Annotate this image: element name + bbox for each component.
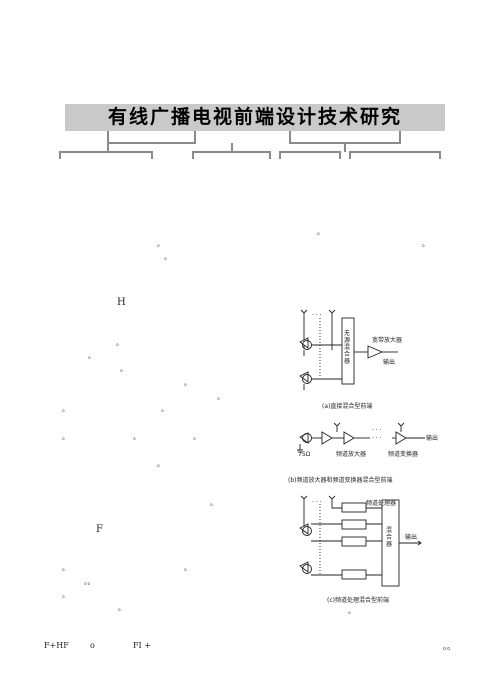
text-mark: 。 — [133, 433, 140, 441]
text-mark: 。 — [184, 564, 191, 572]
text-mark: 。 — [120, 365, 127, 373]
label-b-ohm: 75Ω — [298, 451, 311, 458]
caption-a: (a)直接混合型前端 — [322, 403, 373, 410]
text-mark: 。 — [157, 240, 164, 248]
svg-text:· · ·: · · · — [312, 312, 322, 319]
text-mark: 。 — [217, 393, 224, 401]
letter-mark-f: F — [96, 524, 103, 535]
label-c-mixer: 混合器 — [386, 527, 393, 548]
text-mark: 。 — [88, 352, 95, 360]
text-mark: 。 — [62, 405, 69, 413]
letter-mark-h: H — [117, 297, 126, 308]
label-b-conv: 频道变换器 — [388, 451, 419, 458]
footer-mid-1: o — [90, 641, 95, 650]
svg-text:· · ·: · · · — [372, 435, 382, 442]
text-mark: 。 — [157, 460, 164, 468]
caption-c: (c)频道处理混合型前端 — [327, 597, 389, 604]
text-mark: 。 — [184, 379, 191, 387]
diagram-a: · · · — [299, 309, 398, 390]
footer-mid-2: FI + — [133, 641, 151, 650]
page-title: 有线广播电视前端设计技术研究 — [107, 106, 402, 128]
text-mark: 。 — [164, 253, 171, 261]
text-mark: 。 — [62, 433, 69, 441]
diagram-c: · · · — [299, 495, 422, 587]
label-c-proc: 频道处理器 — [366, 500, 397, 507]
text-mark: 。 — [161, 405, 168, 413]
text-mark: 。 — [116, 339, 123, 347]
text-mark: 。 — [62, 564, 69, 572]
text-mark: 。 — [118, 604, 125, 612]
label-a-mixer: 无源混合器 — [344, 330, 351, 365]
caption-b: (b)频道放大器和频道变换器混合型前端 — [288, 477, 393, 484]
text-mark: 。 — [317, 228, 324, 236]
text-mark: 。 — [62, 591, 69, 599]
title-banner — [65, 104, 445, 131]
label-c-out: 输出 — [405, 534, 418, 541]
footer-left: F+HF — [44, 641, 69, 650]
label-a-amp: 宽带放大器 — [372, 337, 403, 344]
text-mark: 。 — [193, 433, 200, 441]
label-b-amp: 频道放大器 — [336, 451, 367, 458]
text-mark: 。 — [210, 499, 217, 507]
label-a-out: 输出 — [383, 359, 396, 366]
text-mark-pair: 。。 — [84, 578, 95, 586]
text-mark: 。 — [348, 607, 355, 615]
text-mark: 。 — [422, 240, 429, 248]
svg-text:· · ·: · · · — [312, 499, 322, 506]
label-b-out: 输出 — [426, 435, 439, 442]
diagram-b: · · · · · · — [297, 422, 425, 453]
footer-right: 。。 — [443, 642, 455, 651]
svg-text:· · ·: · · · — [372, 427, 382, 434]
